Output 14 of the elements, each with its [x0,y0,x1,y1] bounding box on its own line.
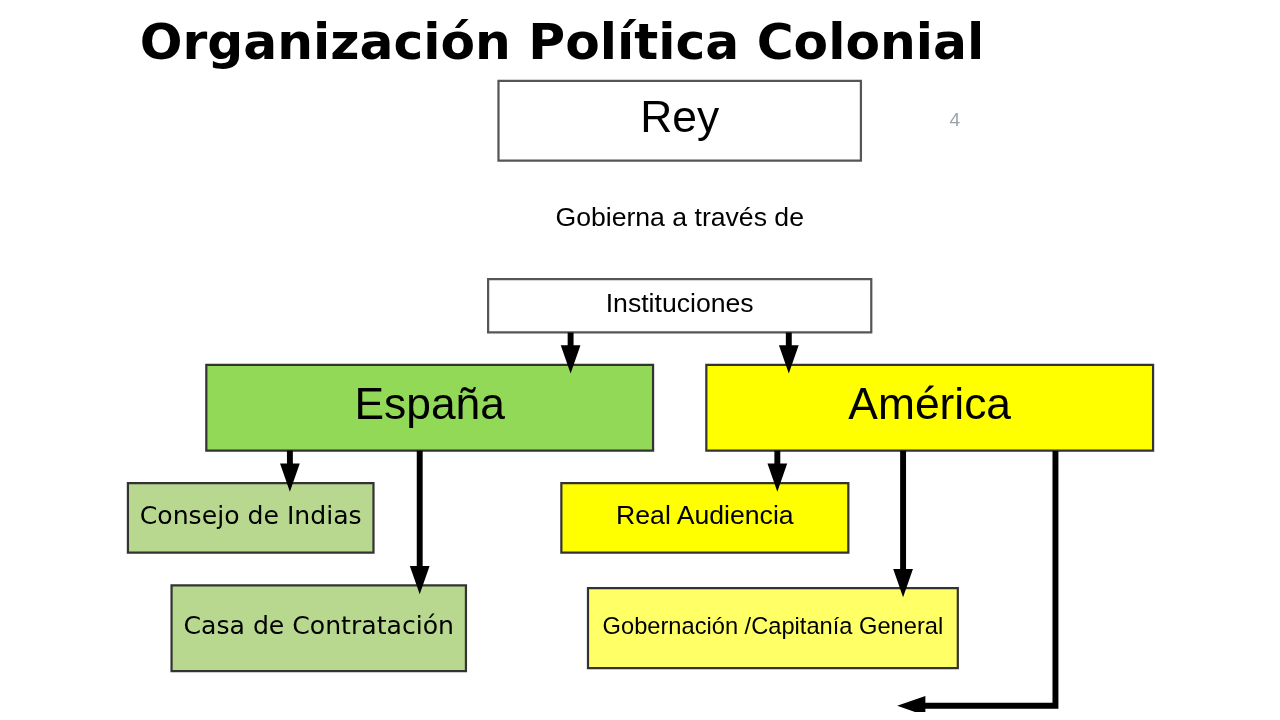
arrow [409,450,430,595]
label: 4 [949,108,960,130]
node-box: España [204,363,654,452]
node-box: Real Audiencia [559,482,849,554]
node-box: Gobernación /Capitanía General [586,587,959,670]
node-box: Casa de Contratación [169,584,467,673]
arrow [892,450,913,598]
node-box: Rey [496,79,862,162]
label: Gobierna a través de [554,202,804,233]
node-box: Consejo de Indias [126,482,375,554]
arrow [896,451,1058,712]
node-box: Instituciones [486,277,872,334]
node-box: América [704,363,1154,452]
diagram-title: Organización Política Colonial [139,11,984,71]
